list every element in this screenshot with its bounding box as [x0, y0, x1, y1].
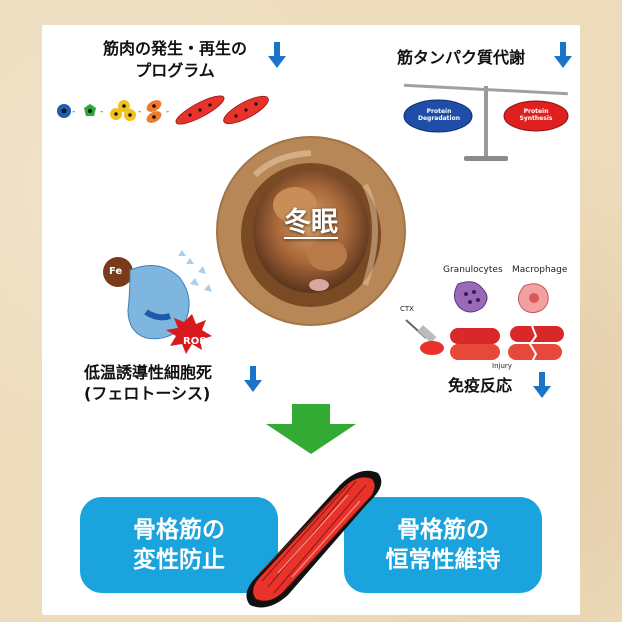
- protein-metabolism-title: 筋タンパク質代謝: [397, 48, 526, 67]
- outcome-right-line1: 骨格筋の: [397, 517, 489, 543]
- outcome-box-homeostasis: 骨格筋の 恒常性維持: [344, 497, 542, 593]
- outcome-left-line2: 変性防止: [133, 547, 225, 573]
- ferroptosis-title-line1: 低温誘導性細胞死: [84, 363, 213, 382]
- ros-label: ROS: [183, 336, 207, 347]
- immune-response-title: 免疫反応: [448, 376, 513, 395]
- big-down-arrow-icon: [266, 404, 356, 454]
- right-pan-label: Protein Synthesis: [506, 108, 566, 122]
- right-pan-label-line2: Synthesis: [519, 115, 553, 122]
- fe-label: Fe: [109, 266, 123, 277]
- right-pan-label-line1: Protein: [523, 108, 549, 115]
- ctx-label: CTX: [400, 305, 414, 313]
- svg-text:-: -: [100, 107, 103, 117]
- granulocytes-label: Granulocytes: [443, 265, 503, 275]
- svg-text:-: -: [166, 107, 169, 117]
- hibernating-hamster-photo: [216, 136, 406, 326]
- immune-cells-illustration: [405, 281, 564, 363]
- ferroptosis-title-line2: (フェロトーシス): [84, 384, 211, 403]
- myogenesis-cells-illustration: - - - -: [57, 95, 269, 125]
- ferroptosis-illustration: [103, 250, 212, 354]
- down-arrow-icon: [268, 42, 286, 68]
- outcome-left-line1: 骨格筋の: [133, 517, 225, 543]
- myogenesis-title: 筋肉の発生・再生の プログラム: [85, 38, 265, 82]
- down-arrow-icon: [244, 366, 262, 392]
- ferroptosis-title: 低温誘導性細胞死 (フェロトーシス): [84, 362, 212, 404]
- outcome-box-degeneration-prevention: 骨格筋の 変性防止: [80, 497, 278, 593]
- left-pan-label-line2: Degradation: [417, 115, 460, 122]
- muscle-illustration: [246, 470, 382, 608]
- svg-text:-: -: [72, 107, 75, 117]
- outcome-right-line2: 恒常性維持: [385, 547, 501, 573]
- hibernation-title: 冬眠: [284, 207, 338, 238]
- myogenesis-title-line2: プログラム: [135, 61, 215, 80]
- balance-scale-illustration: [403, 83, 569, 161]
- myogenesis-title-line1: 筋肉の発生・再生の: [102, 39, 247, 58]
- down-arrow-icon: [533, 372, 551, 398]
- svg-text:-: -: [138, 107, 141, 117]
- left-pan-label-line1: Protein: [426, 108, 452, 115]
- injury-label: Injury: [492, 362, 512, 370]
- macrophage-label: Macrophage: [512, 265, 568, 275]
- left-pan-label: Protein Degradation: [408, 108, 470, 122]
- down-arrow-icon: [554, 42, 572, 68]
